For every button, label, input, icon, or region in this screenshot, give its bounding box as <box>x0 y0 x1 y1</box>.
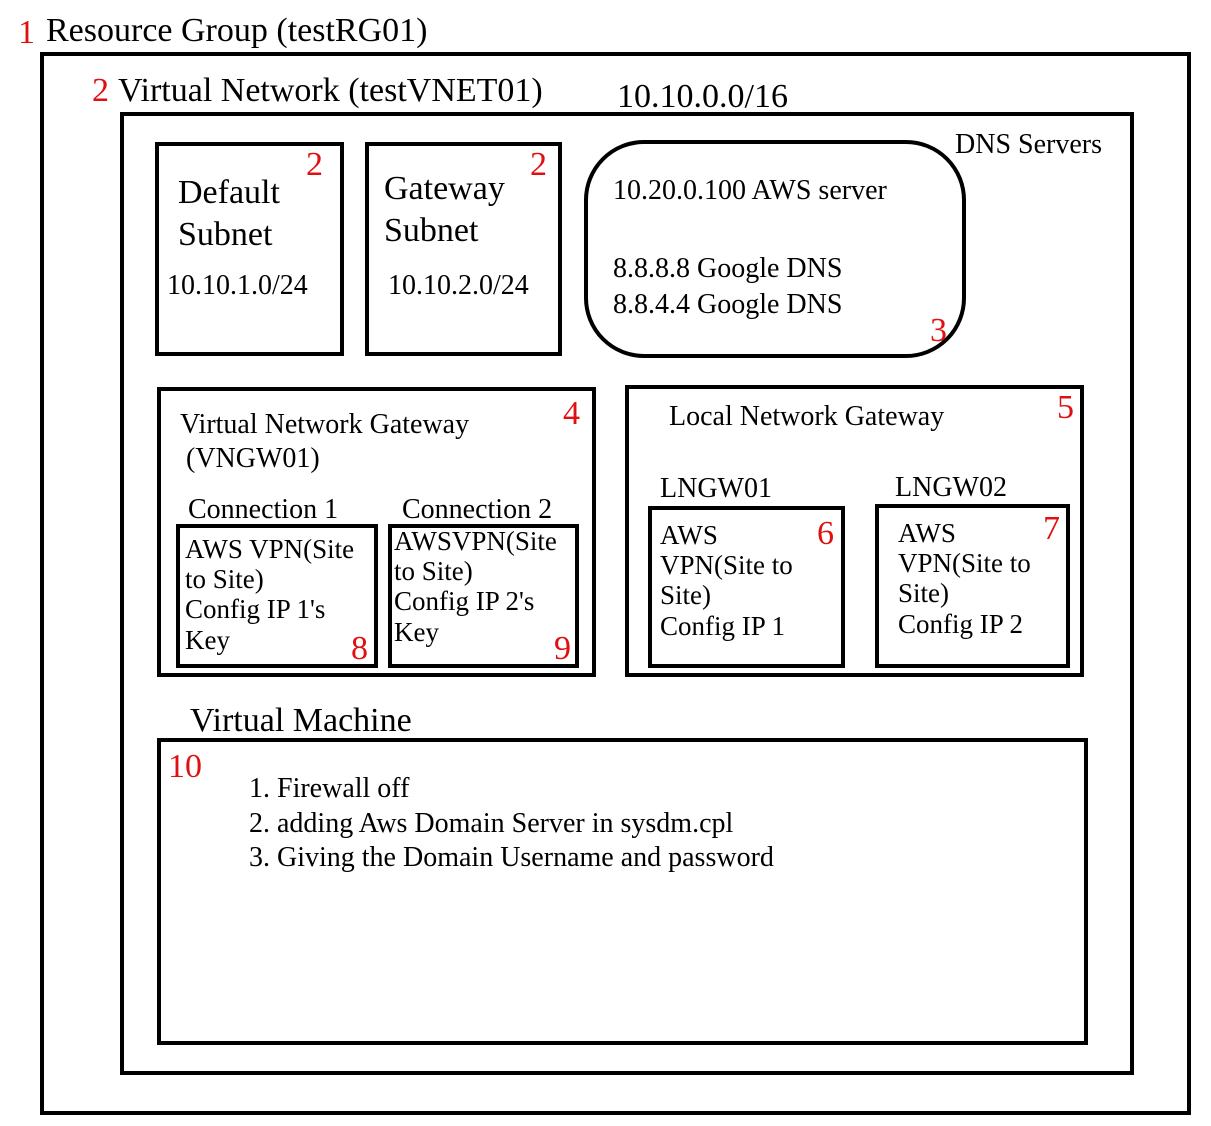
vngw-box <box>157 387 596 677</box>
lngw02-label: LNGW02 <box>895 472 1007 503</box>
lngw01-details: AWS VPN(Site to Site) Config IP 1 <box>660 520 840 641</box>
text-line: Config IP 2's <box>394 586 535 617</box>
default-subnet-cidr: 10.10.1.0/24 <box>167 270 308 301</box>
dns-entry-google-1: 8.8.8.8 Google DNS <box>613 253 843 284</box>
vngw-subtitle: (VNGW01) <box>186 443 320 474</box>
number-marker: 4 <box>563 395 580 432</box>
vnet-cidr: 10.10.0.0/16 <box>617 78 788 115</box>
connection-2-box <box>388 524 579 668</box>
lngw-title: Local Network Gateway <box>669 401 945 432</box>
text-line: Config IP 1 <box>660 610 786 641</box>
vm-box <box>157 738 1088 1045</box>
number-marker: 9 <box>554 630 571 667</box>
lngw-box <box>625 385 1084 677</box>
number-marker: 2 <box>530 146 547 183</box>
dns-servers-label: DNS Servers <box>955 129 1102 160</box>
text-line: Config IP 1's <box>185 594 326 625</box>
number-marker: 6 <box>817 515 834 552</box>
text-line: AWSVPN(Site <box>394 526 557 556</box>
default-subnet-box <box>155 142 344 356</box>
text-line: to Site) <box>185 564 264 595</box>
text-line: VPN(Site to <box>898 548 1031 579</box>
vm-title: Virtual Machine <box>190 702 412 739</box>
connection-1-label: Connection 1 <box>188 494 339 525</box>
connection-1-details: AWS VPN(Site to Site) Config IP 1's Key <box>185 534 375 655</box>
number-marker: 2 <box>92 72 109 109</box>
text-line: AWS <box>898 518 956 548</box>
vm-step-3: 3. Giving the Domain Username and passwo… <box>249 842 774 874</box>
vm-step-1: 1. Firewall off <box>249 773 410 804</box>
vngw-title: Virtual Network Gateway <box>180 409 470 440</box>
number-marker: 5 <box>1057 389 1074 426</box>
number-marker: 7 <box>1043 510 1060 547</box>
text-line: AWS VPN(Site <box>185 534 355 564</box>
number-marker: 2 <box>306 146 323 183</box>
number-marker: 10 <box>168 748 202 785</box>
connection-2-label: Connection 2 <box>402 494 553 525</box>
gateway-subnet-cidr: 10.10.2.0/24 <box>388 270 529 301</box>
dns-entry-google-2: 8.8.4.4 Google DNS <box>613 289 843 320</box>
resource-group-title: Resource Group (testRG01) <box>46 12 428 49</box>
vnet-title: Virtual Network (testVNET01) <box>118 72 543 109</box>
resource-group-box <box>40 52 1191 1115</box>
vnet-box <box>120 112 1134 1075</box>
dns-entry-aws: 10.20.0.100 AWS server <box>613 175 887 206</box>
dns-servers-box <box>584 140 966 358</box>
number-marker: 8 <box>351 630 368 667</box>
lngw01-label: LNGW01 <box>660 473 772 504</box>
connection-2-details: AWSVPN(Site to Site) Config IP 2's Key <box>394 526 578 647</box>
text-line: Config IP 2 <box>898 608 1024 639</box>
text-line: Key <box>394 616 439 647</box>
vm-steps: 1. Firewall off 2. adding Aws Domain Ser… <box>249 772 774 876</box>
default-subnet-name-line2: Subnet <box>178 216 273 253</box>
number-marker: 1 <box>18 14 35 51</box>
gateway-subnet-box <box>365 142 562 356</box>
number-marker: 3 <box>930 312 947 349</box>
text-line: AWS <box>660 520 718 550</box>
text-line: to Site) <box>394 556 473 587</box>
default-subnet-name-line1: Default <box>178 174 280 211</box>
connection-1-box <box>176 524 378 668</box>
lngw02-details: AWS VPN(Site to Site) Config IP 2 <box>898 518 1066 639</box>
gateway-subnet-name-line2: Subnet <box>384 212 479 249</box>
vm-step-2: 2. adding Aws Domain Server in sysdm.cpl <box>249 807 734 839</box>
text-line: Site) <box>660 580 711 611</box>
gateway-subnet-name-line1: Gateway <box>384 170 505 207</box>
lngw01-box <box>648 506 845 668</box>
text-line: Key <box>185 624 230 655</box>
text-line: VPN(Site to <box>660 550 793 581</box>
lngw02-box <box>875 504 1070 668</box>
text-line: Site) <box>898 578 949 609</box>
